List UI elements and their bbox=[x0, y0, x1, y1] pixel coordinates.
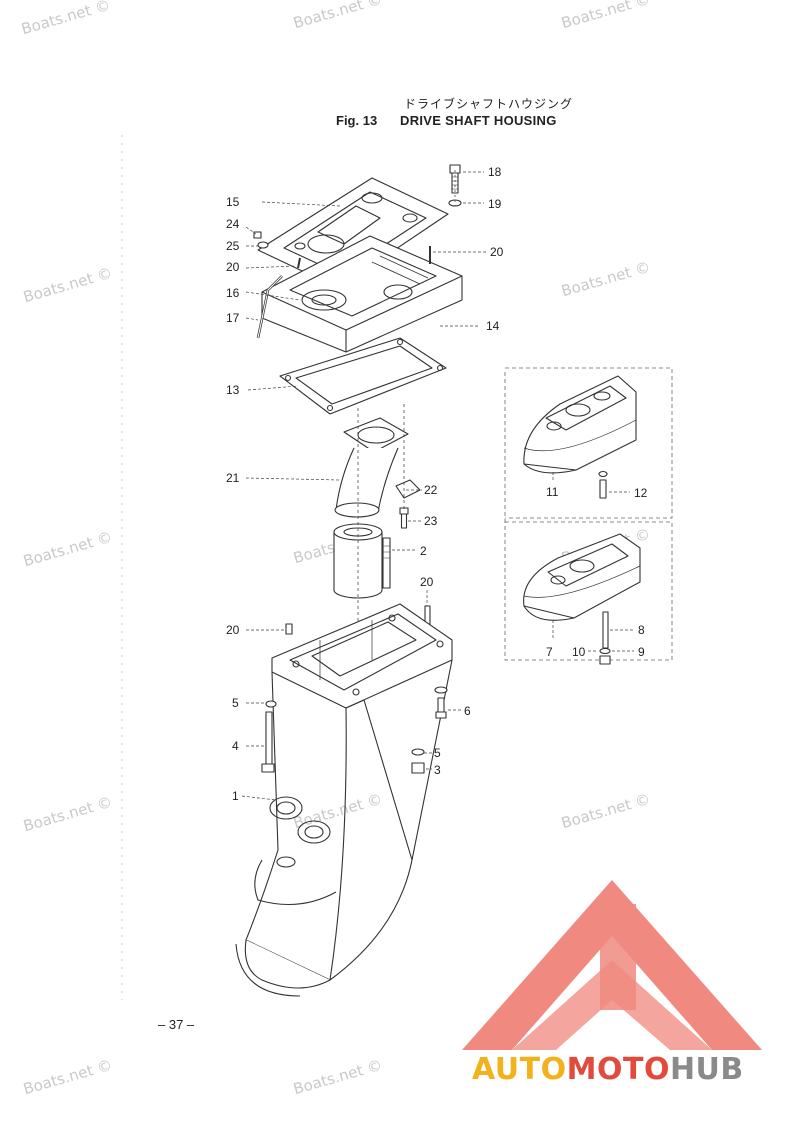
callout-16: 16 bbox=[226, 286, 240, 300]
washer-10 bbox=[599, 647, 611, 655]
nut-3 bbox=[411, 762, 425, 774]
bolt-24 bbox=[253, 231, 262, 239]
callout-8: 8 bbox=[638, 623, 645, 637]
exhaust-pipe-21 bbox=[334, 417, 409, 518]
automotohub-logo-mark bbox=[462, 880, 762, 1050]
callout-23: 23 bbox=[424, 514, 438, 528]
bolt-23 bbox=[399, 507, 409, 529]
callout-12: 12 bbox=[634, 486, 648, 500]
figure-number: Fig. 13 bbox=[336, 113, 378, 128]
drive-shaft-housing-1 bbox=[235, 603, 453, 997]
bolt-4 bbox=[261, 711, 275, 773]
automotohub-logo-text: AUTOMOTOHUB bbox=[472, 1052, 744, 1087]
logo-auto: AUTO bbox=[472, 1052, 567, 1087]
callout-20: 20 bbox=[490, 245, 504, 259]
callout-14: 14 bbox=[486, 319, 500, 333]
washer-5-lower bbox=[411, 748, 425, 756]
callout-9: 9 bbox=[638, 645, 645, 659]
callout-20: 20 bbox=[226, 260, 240, 274]
callout-18: 18 bbox=[488, 165, 502, 179]
callout-20: 20 bbox=[420, 575, 434, 589]
callout-4: 4 bbox=[232, 739, 239, 753]
callout-19: 19 bbox=[488, 197, 502, 211]
callout-2: 2 bbox=[420, 544, 427, 558]
callout-5: 5 bbox=[434, 746, 441, 760]
inset-box bbox=[504, 367, 673, 661]
callout-13: 13 bbox=[226, 383, 240, 397]
lower-case-7 bbox=[523, 533, 641, 621]
washer-25 bbox=[257, 241, 269, 249]
figure-title: DRIVE SHAFT HOUSING bbox=[400, 113, 557, 128]
nut-9 bbox=[599, 655, 611, 665]
washer-6 bbox=[434, 686, 448, 694]
logo-hub: HUB bbox=[669, 1052, 744, 1087]
callout-22: 22 bbox=[424, 483, 438, 497]
pin-20 bbox=[297, 257, 301, 269]
callout-17: 17 bbox=[226, 311, 240, 325]
callout-24: 24 bbox=[226, 217, 240, 231]
callout-1: 1 bbox=[232, 789, 239, 803]
clip-22 bbox=[395, 479, 421, 499]
stud-8 bbox=[602, 611, 609, 649]
callout-7: 7 bbox=[546, 645, 553, 659]
lower-case-11 bbox=[523, 375, 637, 474]
callout-25: 25 bbox=[226, 239, 240, 253]
callout-21: 21 bbox=[226, 471, 240, 485]
gasket-13 bbox=[279, 337, 447, 415]
callout-15: 15 bbox=[226, 195, 240, 209]
upper-case-14 bbox=[261, 235, 463, 353]
callout-6: 6 bbox=[464, 704, 471, 718]
logo-moto: MOTO bbox=[566, 1052, 670, 1087]
bolt-18 bbox=[449, 164, 461, 194]
stud-2 bbox=[382, 537, 391, 589]
callout-10: 10 bbox=[572, 645, 586, 659]
pin-20-left bbox=[285, 623, 293, 635]
callout-5: 5 bbox=[232, 696, 239, 710]
cover-plate-15 bbox=[257, 177, 449, 289]
page-number: – 37 – bbox=[158, 1017, 195, 1032]
title-japanese: ドライブシャフトハウジング bbox=[404, 97, 574, 111]
bolt-12 bbox=[598, 470, 608, 499]
callout-3: 3 bbox=[434, 763, 441, 777]
callout-20: 20 bbox=[226, 623, 240, 637]
callout-11: 11 bbox=[546, 485, 559, 499]
bolt-6 bbox=[435, 697, 447, 719]
washer-5 bbox=[265, 700, 277, 708]
